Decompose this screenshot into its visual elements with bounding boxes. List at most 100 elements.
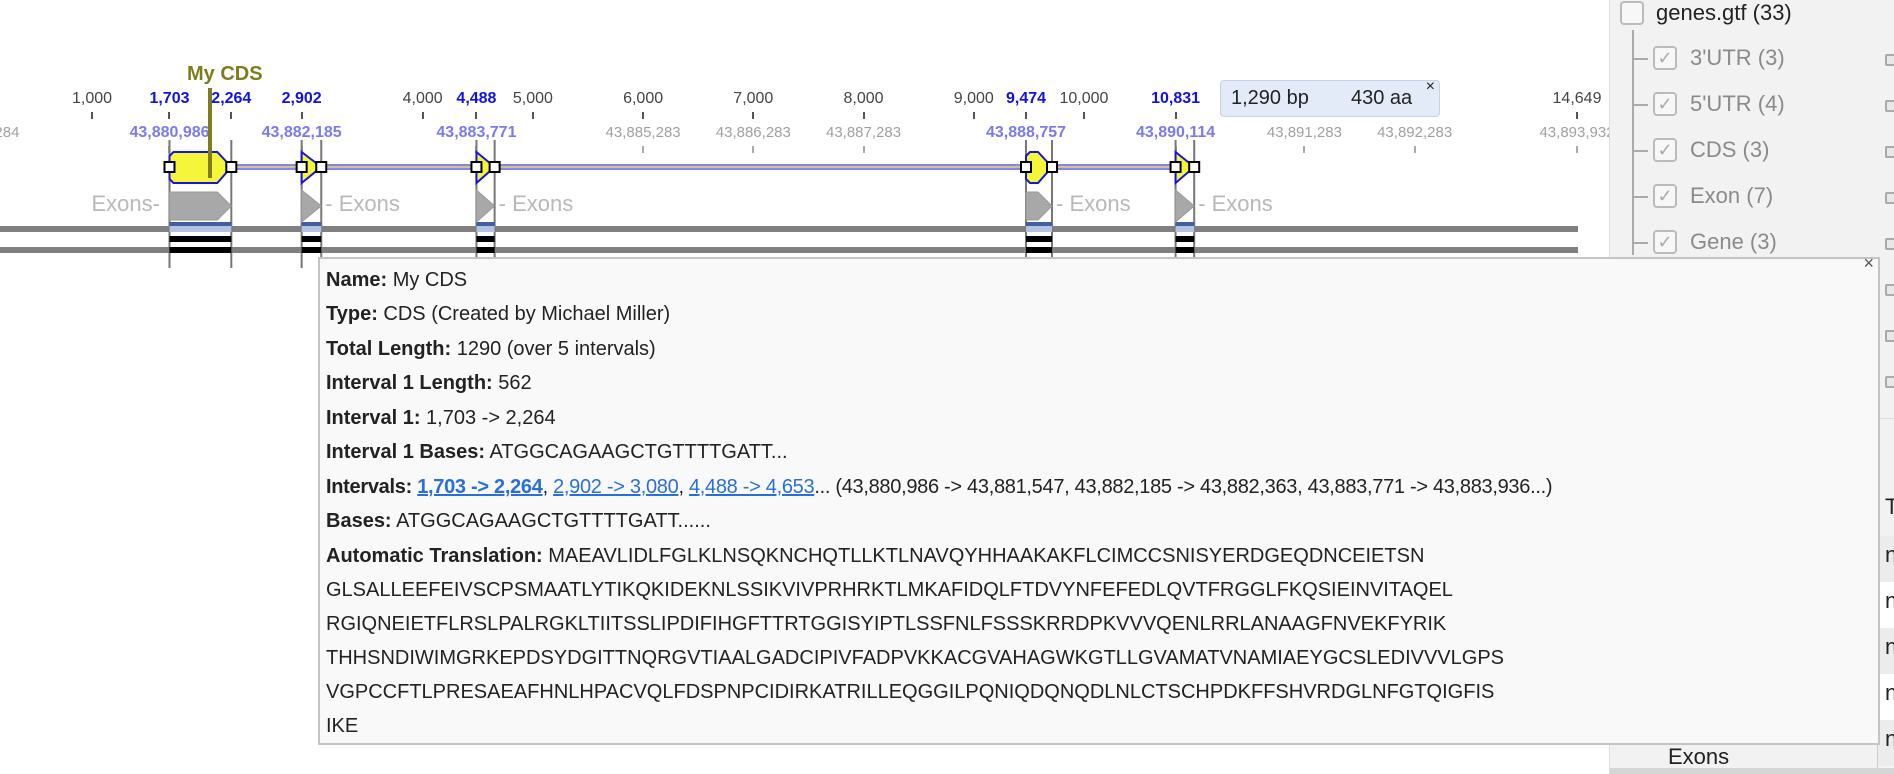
ruler-label: 6,000 <box>623 90 664 107</box>
visibility-icon[interactable] <box>1885 192 1894 204</box>
resize-handle[interactable] <box>1020 161 1033 173</box>
ruler-tick <box>300 112 303 119</box>
bottom-label: Exons <box>1668 744 1730 769</box>
tooltip-interval1: Interval 1: 1,703 -> 2,264 <box>326 407 556 429</box>
ruler-label: 8,000 <box>843 90 884 107</box>
resize-handle[interactable] <box>163 161 176 173</box>
table-row[interactable] <box>1878 536 1894 582</box>
ruler-tick <box>1576 112 1578 119</box>
checkbox[interactable]: ✓ <box>1653 184 1677 208</box>
exon-feature[interactable] <box>301 188 323 224</box>
tooltip-interval1-length: Interval 1 Length: 562 <box>326 372 532 394</box>
tree-item-label[interactable]: CDS (3) <box>1690 137 1770 162</box>
ruler-label: 10,831 <box>1151 90 1201 107</box>
table-cell: n <box>1885 588 1894 613</box>
interval-link-1[interactable]: 1,703 -> 2,264 <box>417 476 543 498</box>
tooltip-name: Name: My CDS <box>326 269 468 291</box>
exon-block <box>476 226 495 232</box>
exon-feature[interactable] <box>1025 191 1053 221</box>
resize-handle[interactable] <box>225 161 238 173</box>
interval-guide <box>230 140 233 268</box>
visibility-icon[interactable] <box>1885 146 1894 158</box>
ruler-tick <box>1303 146 1306 153</box>
exon-label: - Exons <box>498 191 574 216</box>
exon-block <box>1026 236 1053 242</box>
ruler-label: 1,000 <box>71 90 113 107</box>
ruler-tick <box>1082 112 1085 119</box>
intron-connector-core <box>231 166 302 168</box>
bottom-row <box>1610 768 1894 774</box>
resize-handle[interactable] <box>295 161 308 173</box>
tree-item-label[interactable]: 3'UTR (3) <box>1690 45 1785 70</box>
table-row[interactable] <box>1878 674 1894 720</box>
exon-feature[interactable] <box>1175 188 1195 224</box>
exon-block <box>169 247 232 253</box>
tree-item-label[interactable]: Gene (3) <box>1690 229 1777 254</box>
cds-interval[interactable] <box>168 151 233 184</box>
ruler-label: 43,886,283 <box>715 124 791 141</box>
exon-block <box>1026 222 1053 226</box>
ruler-tick <box>421 112 424 119</box>
track-line <box>0 226 1578 232</box>
ruler-label: 1,703 <box>149 90 190 107</box>
exon-block <box>169 236 232 242</box>
interval-guide <box>493 140 496 268</box>
resize-handle[interactable] <box>315 161 328 173</box>
visibility-icon[interactable] <box>1885 284 1894 296</box>
visibility-icon[interactable] <box>1885 376 1894 388</box>
checkbox[interactable]: ✓ <box>1653 138 1677 162</box>
ruler-label: 4,488 <box>456 90 497 107</box>
translation-line: VGPCCFTLPRESAEAFHNLHPACVQLFDSPNPCIDIRKAT… <box>326 681 1495 703</box>
exon-block <box>476 222 495 226</box>
interval-link-3[interactable]: 4,488 -> 4,653 <box>688 476 815 498</box>
ruler-label: 9,474 <box>1005 90 1047 107</box>
visibility-icon[interactable] <box>1885 238 1894 250</box>
ruler-label: 4,000 <box>402 90 443 107</box>
resize-handle[interactable] <box>1188 161 1201 173</box>
visibility-icon[interactable] <box>1885 54 1894 66</box>
feature-label[interactable]: My CDS <box>187 63 263 85</box>
table-cell: n <box>1885 634 1894 659</box>
tree-root-label[interactable]: genes.gtf (33) <box>1656 0 1792 25</box>
interval-guide <box>1051 140 1054 268</box>
checkbox-genes-gtf[interactable] <box>1620 1 1644 25</box>
table-row[interactable] <box>1878 720 1894 766</box>
close-icon[interactable]: × <box>1425 78 1435 95</box>
visibility-icon[interactable] <box>1885 100 1894 112</box>
table-row[interactable] <box>1878 582 1894 628</box>
cds-interval[interactable] <box>1025 151 1054 184</box>
table-row[interactable] <box>1878 628 1894 674</box>
ruler-tick <box>230 112 233 119</box>
ruler-label: 43,879,284 <box>0 124 20 141</box>
interval-link-2[interactable]: 2,902 -> 3,080 <box>553 476 679 498</box>
checkbox[interactable]: ✓ <box>1653 230 1677 254</box>
column-header[interactable]: T <box>1885 494 1894 519</box>
exon-block <box>169 222 232 226</box>
table-cell: n <box>1885 680 1894 705</box>
exon-block <box>301 222 322 226</box>
checkbox[interactable]: ✓ <box>1653 92 1677 116</box>
exon-feature[interactable] <box>475 188 496 224</box>
resize-handle[interactable] <box>1046 161 1059 173</box>
tree-item-label[interactable]: Exon (7) <box>1690 183 1774 208</box>
exon-block <box>301 226 322 232</box>
visibility-icon[interactable] <box>1885 330 1894 342</box>
tree-item-label[interactable]: 5'UTR (4) <box>1690 91 1785 116</box>
ruler-tick <box>642 146 645 153</box>
ruler-tick <box>972 112 975 119</box>
annotation-track[interactable] <box>0 0 1609 300</box>
resize-handle[interactable] <box>470 161 483 173</box>
intron-connector-core <box>321 166 477 168</box>
translation-line: RGIQNEIETFLRSLPALRGKLTIITSSLIPDIFIHGFTTR… <box>326 613 1447 635</box>
selection-info-box: 1,290 bp 430 aa × <box>1220 78 1440 117</box>
exon-block <box>1175 226 1195 232</box>
interval-guide <box>320 140 323 268</box>
close-icon[interactable]: × <box>1863 253 1874 273</box>
ruler-tick <box>862 146 865 153</box>
resize-handle[interactable] <box>1169 161 1182 173</box>
checkbox[interactable]: ✓ <box>1653 46 1677 70</box>
exon-block <box>1175 222 1195 226</box>
resize-handle[interactable] <box>488 161 501 173</box>
translation-line: GLSALLEEFEIVSCPSMAATLYTIKQKIDEKNLSSIKVIV… <box>326 579 1453 601</box>
exon-feature[interactable] <box>168 191 233 221</box>
